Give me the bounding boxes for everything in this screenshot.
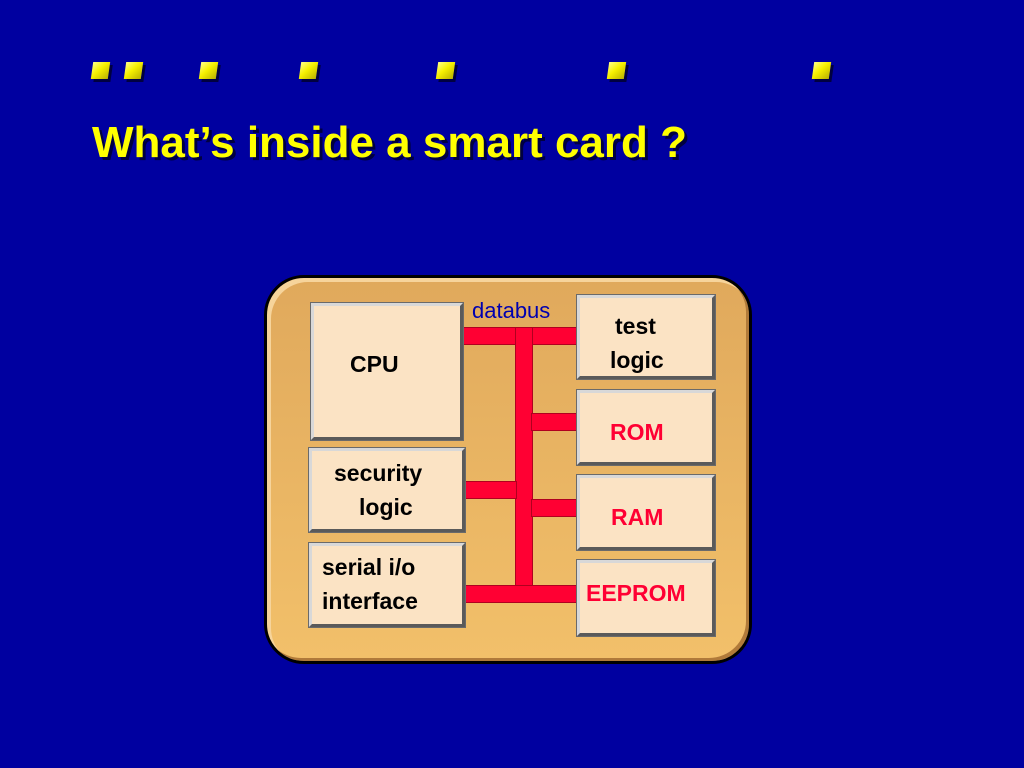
- decorative-bullet-icon: [90, 62, 111, 79]
- security-logic-label-line1: security: [334, 460, 423, 486]
- cpu-block: [310, 302, 464, 441]
- serial-io-label-line1: serial i/o: [322, 554, 416, 580]
- security-logic-block: [308, 447, 466, 533]
- databus-label: databus: [472, 298, 551, 323]
- eeprom-label: EEPROM: [586, 580, 686, 606]
- page-title: What’s inside a smart card ?: [92, 118, 687, 167]
- ram-block: [576, 474, 716, 551]
- serial-io-block: [308, 542, 466, 628]
- databus-trunk: [516, 328, 532, 602]
- databus-serial-branch: [463, 586, 578, 602]
- decorative-bullet-icon: [198, 62, 219, 79]
- eeprom-block: [576, 559, 716, 637]
- ram-label: RAM: [611, 504, 664, 530]
- databus-rom-branch: [532, 414, 578, 430]
- rom-block: [576, 389, 716, 466]
- rom-label: ROM: [610, 419, 664, 445]
- test-logic-label-line2: logic: [610, 347, 664, 373]
- serial-io-label-line2: interface: [322, 588, 418, 614]
- decorative-bullet-icon: [435, 62, 456, 79]
- test-logic-label-line1: test: [615, 313, 656, 339]
- cpu-label: CPU: [350, 351, 399, 377]
- decorative-bullet-icon: [298, 62, 319, 79]
- databus-security-branch: [463, 482, 516, 498]
- test-logic-block: [576, 294, 716, 380]
- security-logic-label-line2: logic: [359, 494, 413, 520]
- decorative-bullet-icon: [606, 62, 627, 79]
- decorative-bullet-icon: [123, 62, 144, 79]
- decorative-bullet-icon: [811, 62, 832, 79]
- databus-ram-branch: [532, 500, 578, 516]
